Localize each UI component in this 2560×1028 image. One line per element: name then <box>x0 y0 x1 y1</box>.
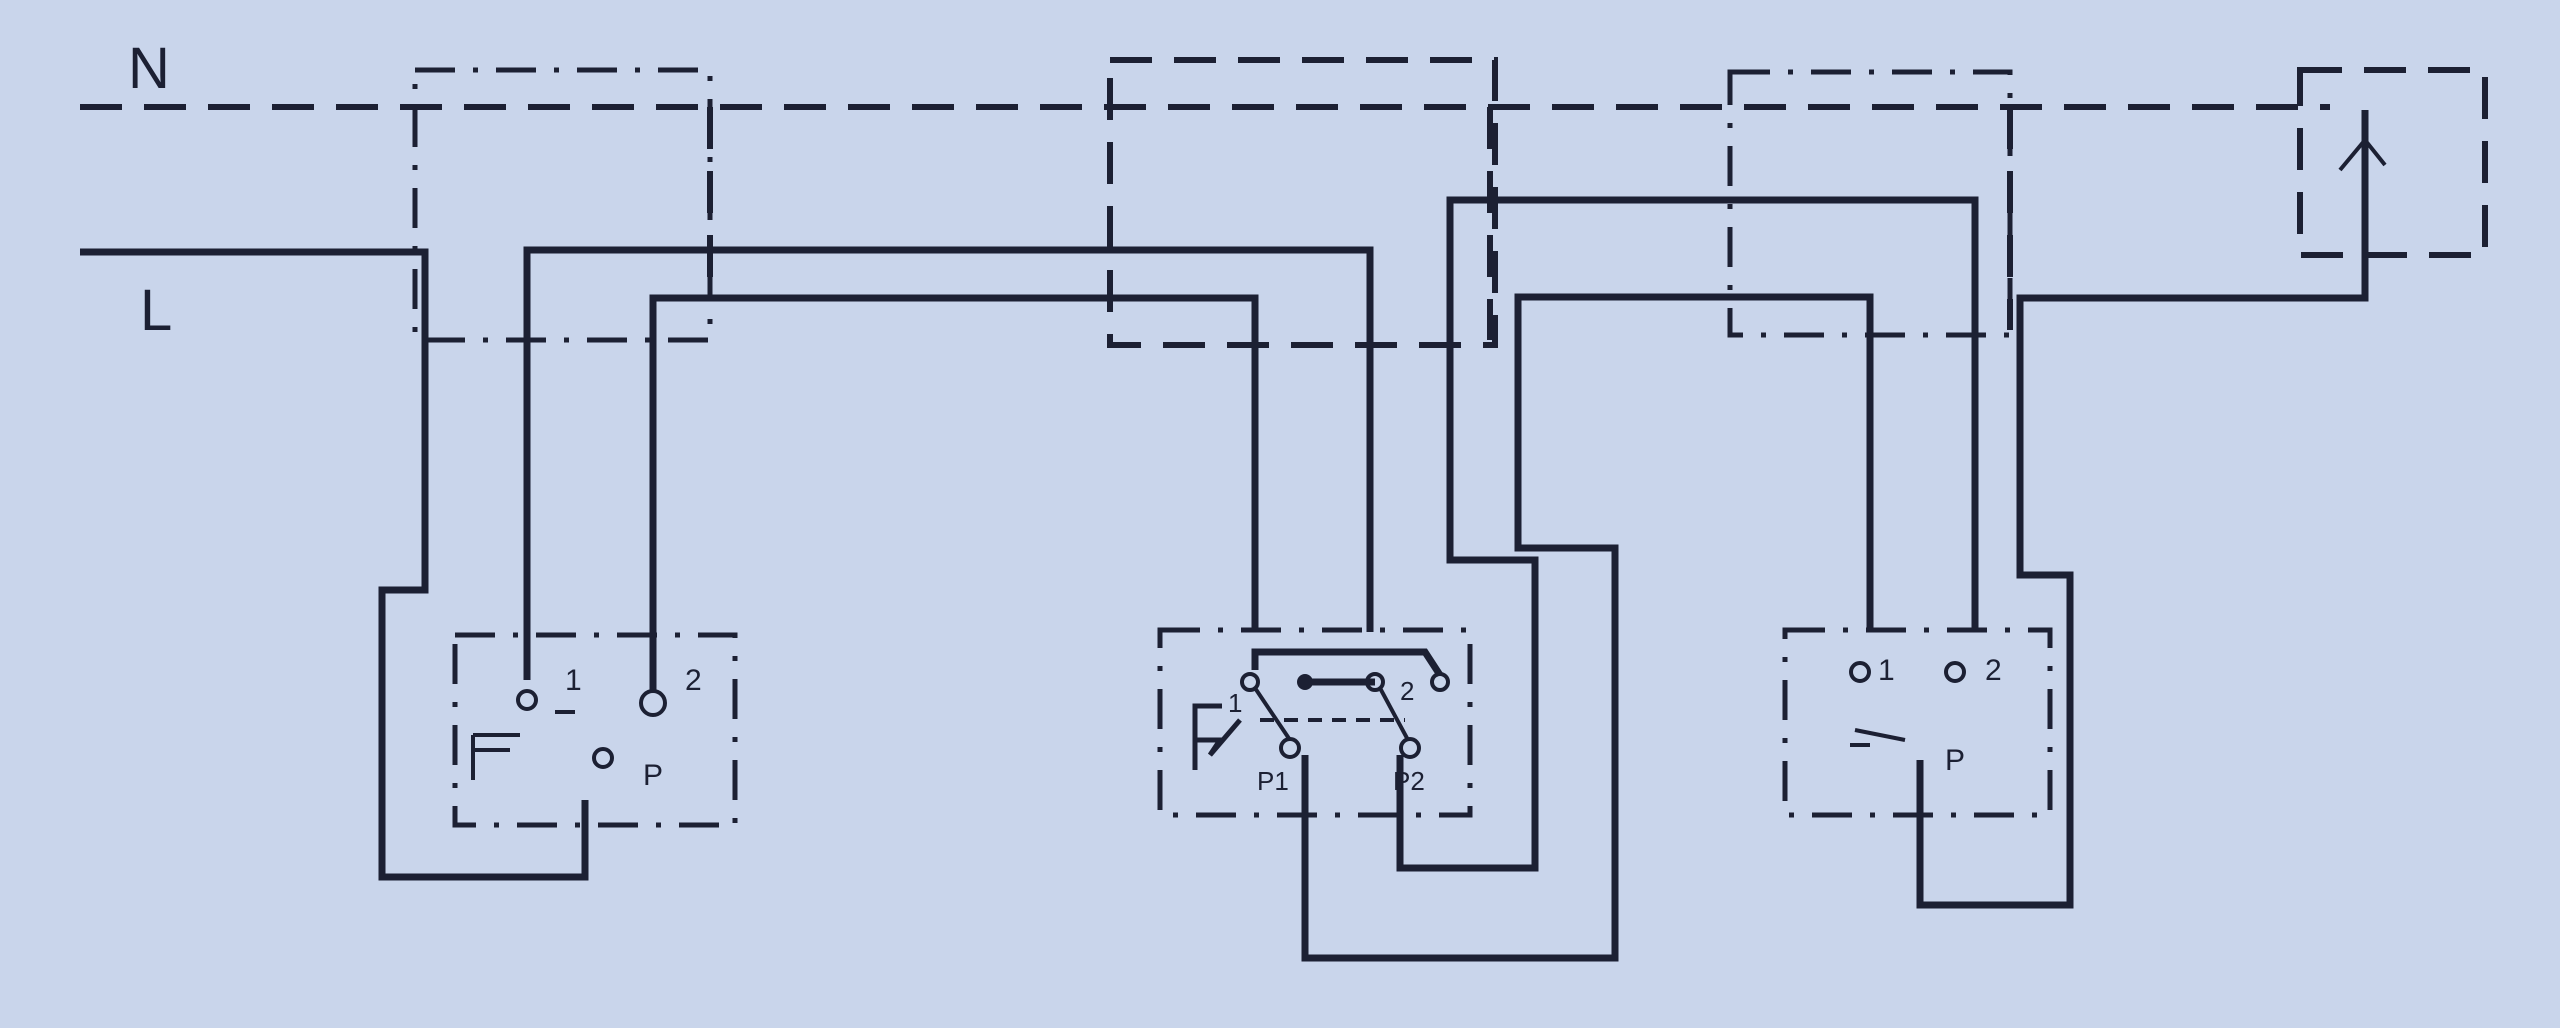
live-label: L <box>140 278 172 343</box>
switch-right-terminal-1 <box>1849 661 1871 683</box>
switch-middle-label-p1: P1 <box>1257 766 1289 796</box>
switch-middle-box <box>1157 627 1473 818</box>
traveller-wire-4 <box>1396 196 1979 872</box>
switch-middle-node <box>1297 674 1313 690</box>
traveller-wire-3 <box>1301 293 1874 962</box>
neutral-label: N <box>128 36 170 101</box>
switch-left-lever-icon <box>471 710 575 780</box>
switch-middle-terminal-1 <box>1240 672 1260 692</box>
switch-right-lever-icon <box>1850 728 1906 747</box>
switch-middle-terminal-3 <box>1430 672 1450 692</box>
switch-right-terminal-2 <box>1944 661 1966 683</box>
switch-right-label-p: P <box>1945 744 1965 777</box>
junction-box-middle <box>1107 57 1498 348</box>
switch-left-label-1: 1 <box>565 664 582 697</box>
switch-middle-bridge <box>1251 648 1443 677</box>
switch-right-label-2: 2 <box>1985 654 2002 687</box>
traveller-wire-1 <box>523 246 1374 680</box>
switch-right-label-1: 1 <box>1878 654 1895 687</box>
switch-left-terminal-1 <box>516 689 538 711</box>
switch-right-box <box>1782 627 2053 818</box>
switch-middle-lever-icon <box>1192 703 1242 770</box>
switch-left-terminal-2 <box>639 689 667 717</box>
switch-middle-terminal-2 <box>1365 672 1385 692</box>
switch-middle-label-2: 2 <box>1400 676 1414 706</box>
live-wire <box>80 248 589 881</box>
switch-left-box <box>452 632 738 828</box>
traveller-wire-2 <box>649 294 1259 690</box>
switch-middle-contacts <box>1253 686 1410 742</box>
switch-left-label-p: P <box>643 759 663 792</box>
lamp-box <box>2297 67 2488 258</box>
switch-left-common <box>592 747 614 769</box>
switch-left-label-2: 2 <box>685 664 702 697</box>
switch-middle-label-p2: P2 <box>1393 766 1425 796</box>
lamp-symbol-icon <box>2338 136 2387 172</box>
switch-middle-label-1: 1 <box>1228 688 1242 718</box>
switch-middle-common-1 <box>1279 737 1301 759</box>
switched-live-wire <box>1916 250 2369 909</box>
switch-middle-common-2 <box>1399 737 1421 759</box>
